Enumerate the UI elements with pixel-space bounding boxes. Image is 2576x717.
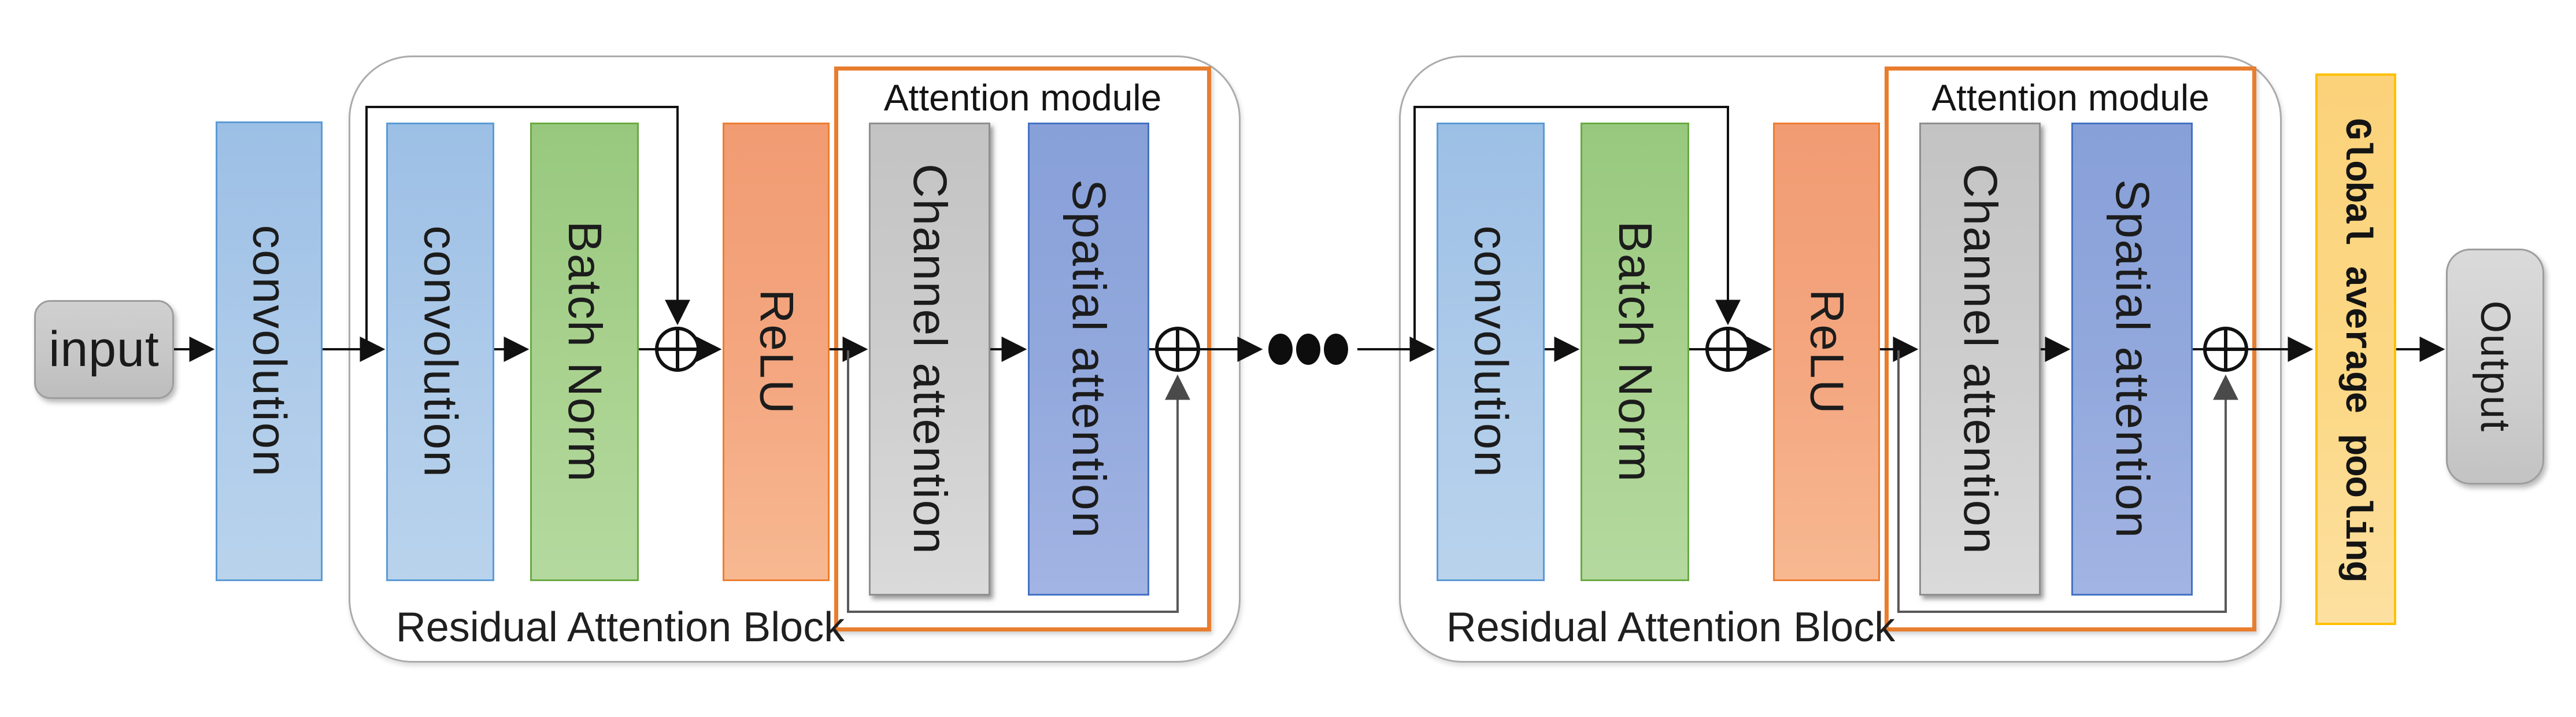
ellipsis-dots-icon — [1268, 334, 1348, 365]
residual-attention-block-2 — [1399, 56, 2282, 663]
block2-spatial-attention-label: Spatial attention — [2106, 179, 2159, 539]
block2-batch-norm-node: Batch Norm — [1581, 123, 1689, 581]
block1-convolution-node: convolution — [386, 123, 494, 581]
block1-channel-attention-node: Channel attention — [869, 123, 990, 596]
block1-attention-module-title: Attention module — [883, 77, 1162, 119]
block1-batch-norm-label: Batch Norm — [558, 221, 611, 483]
global-average-pooling-node: Global average pooling — [2315, 73, 2396, 625]
block1-spatial-attention-node: Spatial attention — [1028, 123, 1149, 596]
block1-relu-node: ReLU — [723, 123, 830, 581]
global-average-pooling-label: Global average pooling — [2335, 117, 2377, 581]
block2-convolution-label: convolution — [1464, 226, 1518, 478]
block2-spatial-attention-node: Spatial attention — [2071, 123, 2193, 596]
output-label: Output — [2472, 300, 2518, 433]
block1-relu-label: ReLU — [750, 289, 803, 415]
block2-attention-module-title: Attention module — [1931, 77, 2209, 119]
block1-title: Residual Attention Block — [395, 604, 845, 651]
block2-convolution-node: convolution — [1437, 123, 1545, 581]
block2-relu-node: ReLU — [1773, 123, 1880, 581]
block2-relu-label: ReLU — [1800, 289, 1853, 415]
input-label: input — [49, 321, 160, 377]
input-node: input — [34, 300, 174, 399]
block2-title: Residual Attention Block — [1446, 604, 1896, 651]
block1-channel-attention-label: Channel attention — [904, 163, 956, 555]
output-node: Output — [2446, 249, 2544, 485]
block2-batch-norm-label: Batch Norm — [1609, 221, 1661, 483]
stem-convolution-label: convolution — [243, 225, 296, 478]
block1-batch-norm-node: Batch Norm — [530, 123, 639, 581]
block1-spatial-attention-label: Spatial attention — [1063, 179, 1115, 539]
stem-convolution-node: convolution — [216, 121, 323, 581]
block2-channel-attention-label: Channel attention — [1954, 163, 2007, 555]
block1-convolution-label: convolution — [414, 226, 467, 478]
block2-channel-attention-node: Channel attention — [1919, 123, 2041, 596]
